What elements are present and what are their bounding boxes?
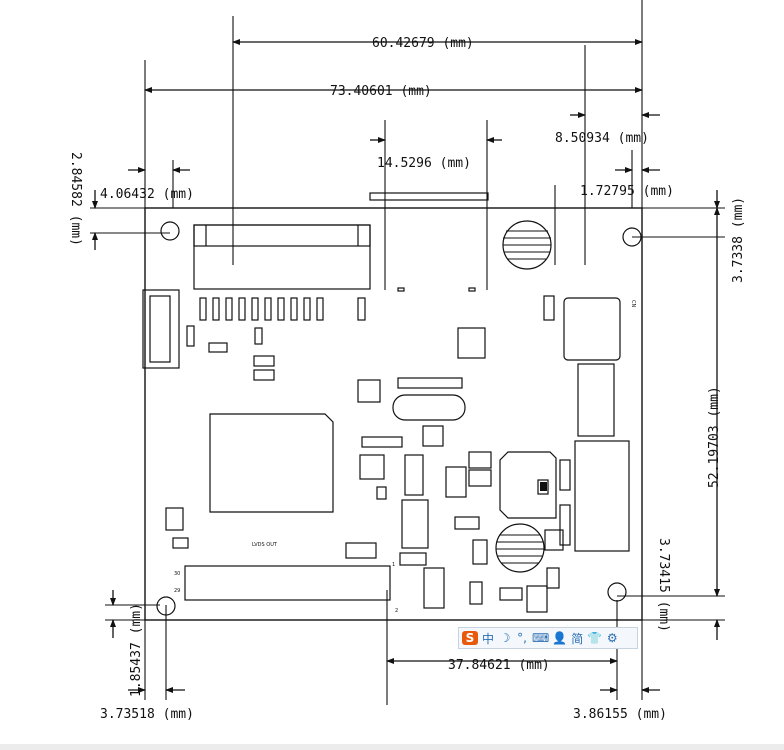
top-connector: [193, 224, 371, 290]
skin-icon[interactable]: 👕: [587, 631, 603, 645]
board-outline: [144, 207, 643, 621]
dim-left-vertical: 2.84582 (mm): [68, 152, 83, 246]
dimension-lines: [92, 39, 720, 693]
pin-label: 30: [174, 571, 180, 577]
dim-connector-width: 14.5296 (mm): [377, 156, 471, 171]
dim-bottom-left-horizontal: 3.73518 (mm): [100, 707, 194, 722]
settings-icon[interactable]: ⚙: [606, 631, 618, 645]
pin-label: 1: [392, 562, 395, 568]
side-connector: [142, 289, 180, 369]
dim-bottom-left-vertical: 1.85437 (mm): [129, 603, 144, 697]
dim-hole-spacing-vertical: 52.19703 (mm): [707, 386, 722, 488]
simplified-button[interactable]: 简: [571, 631, 584, 646]
dim-overall-width: 73.40601 (mm): [330, 84, 432, 99]
moon-icon[interactable]: ☽: [499, 631, 511, 645]
main-chip: [209, 413, 334, 513]
components: [142, 192, 642, 616]
dim-right-offset-top: 8.50934 (mm): [555, 131, 649, 146]
extension-lines: [90, 0, 725, 705]
keyboard-icon[interactable]: ⌨: [532, 631, 550, 645]
dim-right-vertical-top: 3.7338 (mm): [731, 197, 746, 283]
chinese-mode-button[interactable]: 中: [481, 631, 494, 646]
pin-label: 2: [395, 608, 398, 614]
mounting-hole: [160, 221, 180, 241]
lvds-out-label: LVDS OUT: [252, 542, 278, 548]
small-ic: [457, 327, 486, 359]
dim-left-hole-offset: 4.06432 (mm): [100, 187, 194, 202]
user-icon[interactable]: 👤: [552, 631, 568, 645]
mounting-hole: [622, 227, 642, 247]
dim-bottom-span: 37.84621 (mm): [448, 658, 550, 673]
mounting-hole: [607, 582, 627, 602]
punctuation-icon[interactable]: °,: [517, 631, 527, 645]
ime-logo-icon[interactable]: S: [462, 631, 478, 645]
mounting-hole: [156, 596, 176, 616]
hatching: [496, 230, 551, 564]
ime-toolbar[interactable]: S 中 ☽ °, ⌨ 👤 简 👕 ⚙: [458, 627, 638, 649]
dim-bottom-right-horizontal: 3.86155 (mm): [573, 707, 667, 722]
pin-label: 29: [174, 588, 180, 594]
dim-top-width: 60.42679 (mm): [372, 36, 474, 51]
bottom-strip: [0, 744, 784, 750]
dim-right-edge-offset: 1.72795 (mm): [580, 184, 674, 199]
bottom-connector: [184, 565, 391, 601]
cn-label: CN: [630, 300, 636, 307]
dimension-labels: 60.42679 (mm) 73.40601 (mm) 14.5296 (mm)…: [68, 36, 746, 722]
dim-right-vertical-bottom: 3.73415 (mm): [656, 538, 671, 632]
